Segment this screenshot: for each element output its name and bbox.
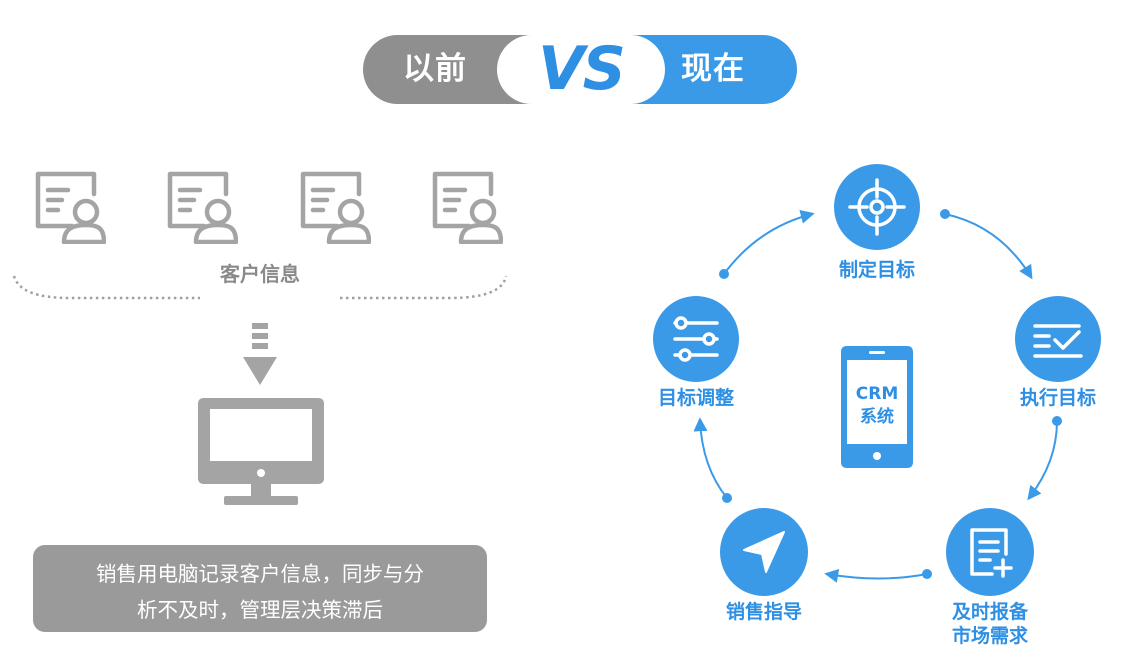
sales-guidance-label: 销售指导 xyxy=(725,601,802,623)
report-needs-label-1: 及时报备 xyxy=(951,601,1028,623)
phone-icon xyxy=(841,346,913,468)
vs-badge xyxy=(497,35,665,104)
crm-label: CRM xyxy=(855,384,899,404)
execute-goal-label: 执行目标 xyxy=(1019,387,1096,409)
checklist-icon xyxy=(1033,324,1083,358)
description-line-1: 销售用电脑记录客户信息，同步与分 xyxy=(96,562,424,586)
customer-card-icon xyxy=(35,171,106,244)
cycle-arrows xyxy=(693,209,1062,583)
set-goal-label: 制定目标 xyxy=(838,259,915,281)
vs-header: 以前 VS 现在 xyxy=(363,34,797,104)
description-line-2: 析不及时，管理层决策滞后 xyxy=(137,598,383,622)
set-goal-node xyxy=(834,164,920,250)
monitor-icon xyxy=(198,398,324,505)
sales-guidance-node xyxy=(720,508,808,596)
dotted-brace xyxy=(12,275,508,300)
report-needs-label-2: 市场需求 xyxy=(951,625,1028,647)
description-box: 销售用电脑记录客户信息，同步与分 析不及时，管理层决策滞后 xyxy=(33,545,487,632)
system-label: 系统 xyxy=(860,407,894,427)
customer-card-icon xyxy=(432,171,503,244)
customer-info-label: 客户信息 xyxy=(220,262,300,286)
sliders-icon xyxy=(673,316,719,362)
navigation-arrow-icon xyxy=(743,531,785,573)
target-icon xyxy=(848,178,906,236)
document-add-icon xyxy=(970,528,1013,578)
customer-card-icon xyxy=(167,171,238,244)
execute-goal-node xyxy=(1015,296,1101,382)
goal-adjust-node xyxy=(653,296,739,382)
now-label: 现在 xyxy=(681,51,745,87)
report-needs-node xyxy=(946,508,1034,596)
goal-adjust-label: 目标调整 xyxy=(657,387,734,409)
vs-label: VS xyxy=(538,34,626,104)
before-label: 以前 xyxy=(403,51,467,87)
customer-card-icon xyxy=(300,171,371,244)
down-arrow-icon xyxy=(243,323,277,385)
